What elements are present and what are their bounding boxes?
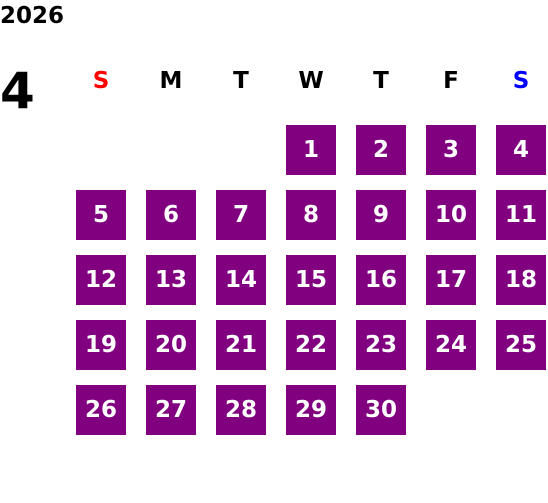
- month-label: 4: [0, 62, 35, 120]
- day-cell[interactable]: 28: [216, 385, 266, 435]
- day-cell[interactable]: 1: [286, 125, 336, 175]
- day-cell[interactable]: 17: [426, 255, 476, 305]
- day-cell[interactable]: 22: [286, 320, 336, 370]
- weekday-label: M: [159, 68, 183, 94]
- day-cell[interactable]: 24: [426, 320, 476, 370]
- weekday-label: T: [373, 68, 389, 94]
- day-cell[interactable]: 20: [146, 320, 196, 370]
- day-cell[interactable]: 7: [216, 190, 266, 240]
- day-cell[interactable]: 15: [286, 255, 336, 305]
- day-cell[interactable]: 2: [356, 125, 406, 175]
- day-cell[interactable]: 4: [496, 125, 546, 175]
- day-cell[interactable]: 19: [76, 320, 126, 370]
- day-cell[interactable]: 26: [76, 385, 126, 435]
- weekday-label: W: [298, 68, 324, 94]
- day-cell[interactable]: 6: [146, 190, 196, 240]
- day-cell[interactable]: 3: [426, 125, 476, 175]
- day-cell[interactable]: 27: [146, 385, 196, 435]
- day-cell[interactable]: 29: [286, 385, 336, 435]
- day-cell[interactable]: 11: [496, 190, 546, 240]
- day-cell[interactable]: 30: [356, 385, 406, 435]
- weekday-label: S: [92, 68, 110, 94]
- day-cell[interactable]: 21: [216, 320, 266, 370]
- day-cell[interactable]: 25: [496, 320, 546, 370]
- day-cell[interactable]: 14: [216, 255, 266, 305]
- weekday-label: S: [512, 68, 530, 94]
- day-cell[interactable]: 23: [356, 320, 406, 370]
- weekday-label: T: [233, 68, 249, 94]
- day-cell[interactable]: 8: [286, 190, 336, 240]
- year-label: 2026: [0, 3, 65, 29]
- day-cell[interactable]: 16: [356, 255, 406, 305]
- day-cell[interactable]: 13: [146, 255, 196, 305]
- day-cell[interactable]: 5: [76, 190, 126, 240]
- day-cell[interactable]: 12: [76, 255, 126, 305]
- day-cell[interactable]: 10: [426, 190, 476, 240]
- day-cell[interactable]: 9: [356, 190, 406, 240]
- day-cell[interactable]: 18: [496, 255, 546, 305]
- weekday-label: F: [443, 68, 459, 94]
